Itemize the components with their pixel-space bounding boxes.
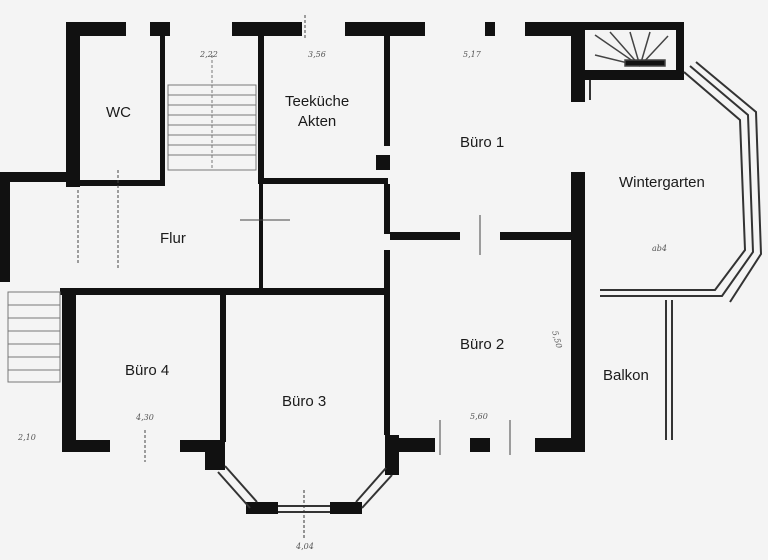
akten-label: Akten bbox=[297, 113, 337, 131]
room-label-flur: Flur bbox=[160, 230, 186, 247]
dim-wintergarten-area: ab4 bbox=[652, 244, 667, 253]
dim-bay-width: 4,04 bbox=[296, 542, 314, 551]
dim-left-offset: 2,10 bbox=[18, 433, 36, 442]
staircase-main bbox=[167, 55, 257, 171]
dim-teekueche-width: 3,56 bbox=[308, 50, 326, 59]
teekueche-label: Teeküche bbox=[285, 93, 350, 110]
staircase-spiral bbox=[594, 31, 669, 67]
bay-window bbox=[217, 465, 393, 540]
room-label-buero-3: Büro 3 bbox=[282, 393, 327, 410]
staircase-left bbox=[7, 291, 61, 383]
room-label-balkon: Balkon bbox=[603, 367, 649, 384]
room-label-wc: WC bbox=[106, 104, 131, 121]
walls bbox=[0, 22, 684, 514]
dim-buero2-width: 5,60 bbox=[470, 412, 488, 421]
room-label-buero-1: Büro 1 bbox=[460, 134, 505, 151]
room-label-buero-2: Büro 2 bbox=[460, 336, 505, 353]
dim-buero1-width: 5,17 bbox=[463, 50, 481, 59]
room-label-teekueche: Teeküche Akten bbox=[285, 92, 349, 133]
room-label-buero-4: Büro 4 bbox=[125, 362, 170, 379]
room-label-wintergarten: Wintergarten bbox=[619, 174, 705, 191]
dim-stair-width: 2,22 bbox=[200, 50, 218, 59]
center-lines bbox=[77, 15, 511, 462]
wintergarten-outline bbox=[589, 61, 763, 440]
dim-buero4-width: 4,30 bbox=[136, 413, 154, 422]
